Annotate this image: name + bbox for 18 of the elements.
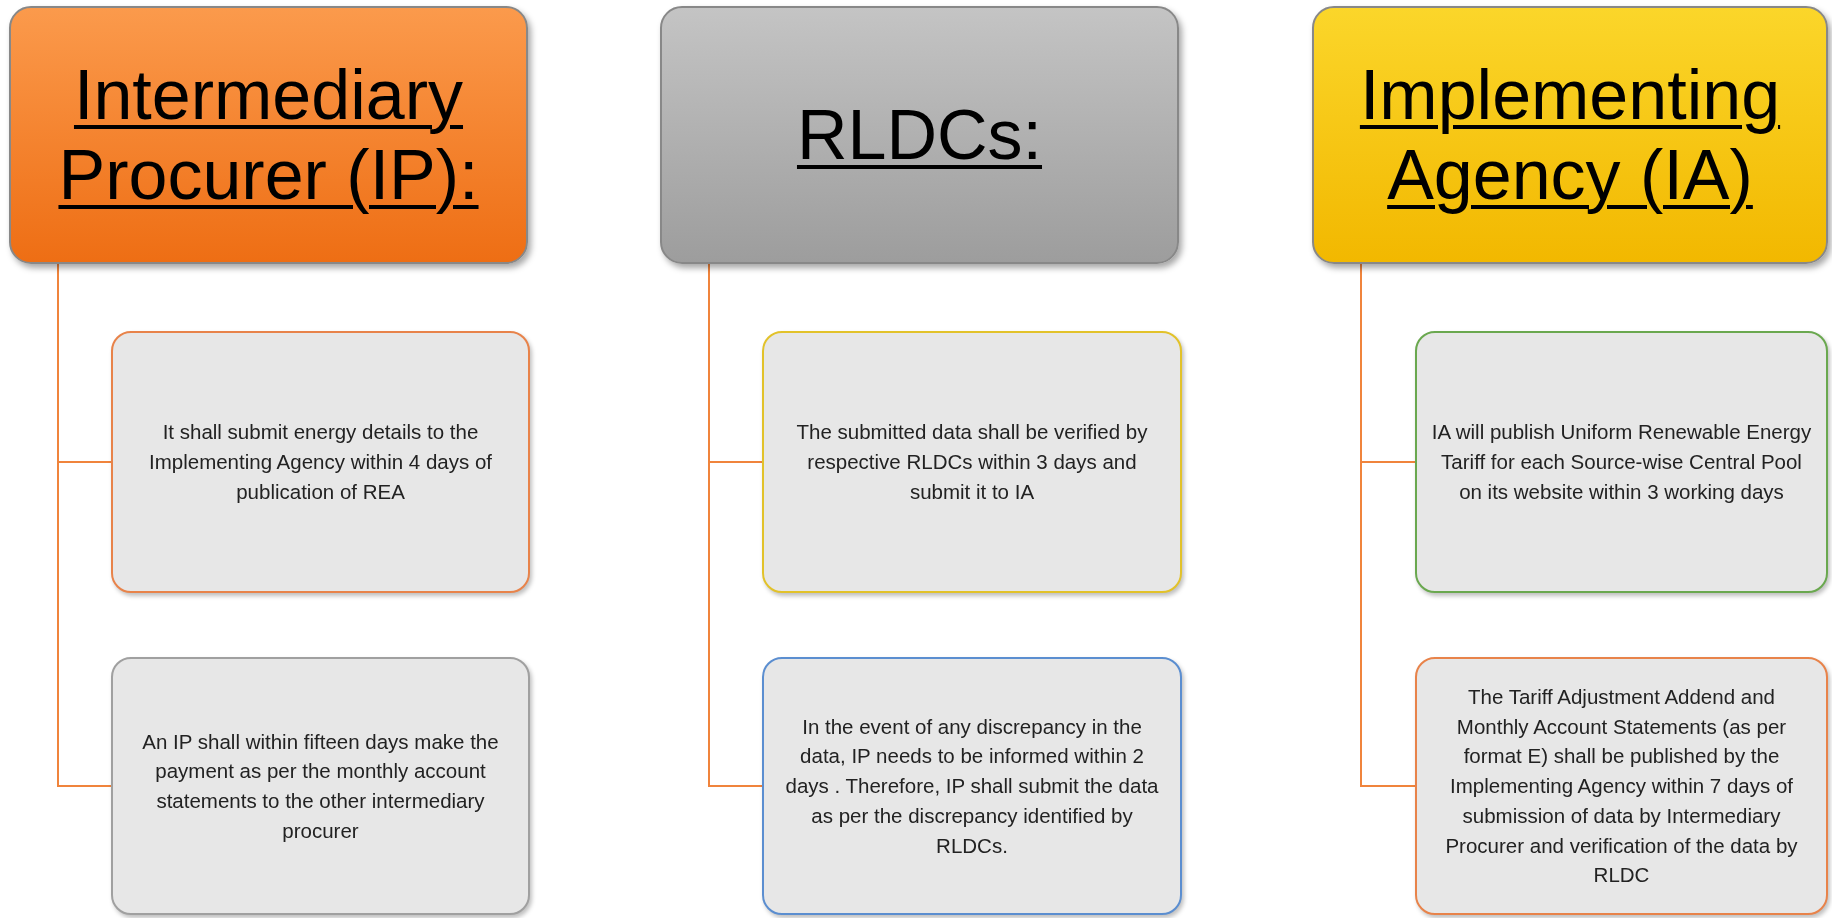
description-text: IA will publish Uniform Renewable Energy Tariff for each Source-wise Central Pool on its website within 3 working days: [1431, 419, 1812, 505]
description-text: In the event of any discrepancy in the data, IP needs to be informed within 2 days . Therefore, IP shall submit the data as per the discrepancy identified by RLDCs.: [784, 713, 1160, 859]
text-box: [111, 657, 530, 915]
text-box: [111, 331, 530, 593]
text-box: [762, 657, 1182, 915]
header-box: [660, 6, 1179, 264]
heading-text: Intermediary Procurer (IP):: [57, 54, 480, 216]
header-box: [9, 6, 528, 264]
text-box: [762, 331, 1182, 593]
text-box: [1415, 331, 1828, 593]
description-text: It shall submit energy details to the Implementing Agency within 4 days of publication of REA: [148, 419, 493, 505]
description-text: The submitted data shall be verified by respective RLDCs within 3 days and submit it to IA: [795, 419, 1149, 505]
heading-text: RLDCs:: [796, 94, 1042, 176]
description-text: The Tariff Adjustment Addend and Monthly Account Statements (as per format E) shall be published by the Implementing Agency within 7 days of submission of data by Intermediary Procurer and verification of the data by RLDC: [1444, 684, 1799, 889]
text-box: [1415, 657, 1828, 915]
heading-text: Implementing Agency (IA): [1358, 54, 1782, 216]
description-text: An IP shall within fifteen days make the payment as per the monthly account statements to the other intermediary procurer: [141, 728, 500, 844]
header-box: [1312, 6, 1828, 264]
